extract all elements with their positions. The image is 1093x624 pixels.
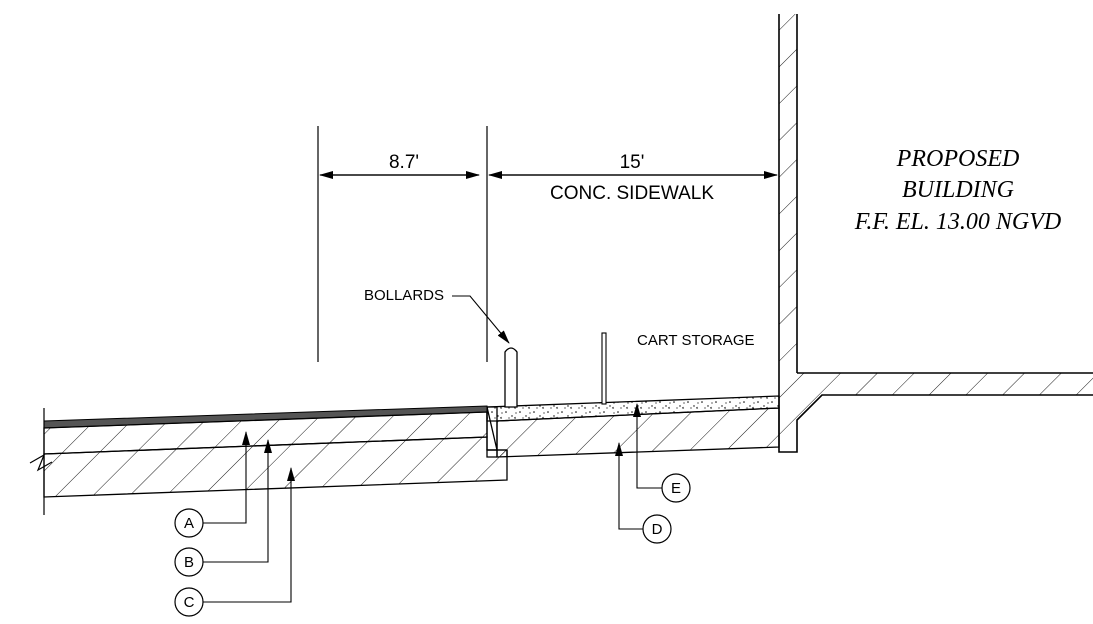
callout-a-label: A <box>184 515 194 532</box>
left-width-dimension: 8.7' <box>389 152 419 173</box>
callout-b: B <box>174 547 204 577</box>
concrete-sidewalk <box>486 395 780 458</box>
bollards-note: BOLLARDS <box>364 287 444 304</box>
callout-e-label: E <box>671 480 681 497</box>
callout-c: C <box>174 587 204 617</box>
callout-d-label: D <box>652 521 663 538</box>
callout-b-label: B <box>184 554 194 571</box>
dimension-lines <box>317 126 778 362</box>
bollard <box>504 347 518 408</box>
cart-storage-post <box>601 332 607 405</box>
callout-c-label: C <box>184 594 195 611</box>
building-elevation: F.F. EL. 13.00 NGVD <box>854 209 1061 235</box>
building-title-line2: BUILDING <box>902 177 1014 203</box>
asphalt-pavement <box>29 405 508 515</box>
cart-storage-note: CART STORAGE <box>637 332 755 349</box>
callout-d: D <box>642 514 672 544</box>
sidewalk-label: CONC. SIDEWALK <box>550 183 714 204</box>
callout-a: A <box>174 508 204 538</box>
building-title-line1: PROPOSED <box>896 146 1020 172</box>
callout-e: E <box>661 473 691 503</box>
building-wall <box>778 14 1093 453</box>
bollards-leader <box>452 295 510 344</box>
callout-leaders <box>203 403 662 603</box>
right-width-dimension: 15' <box>620 152 645 173</box>
